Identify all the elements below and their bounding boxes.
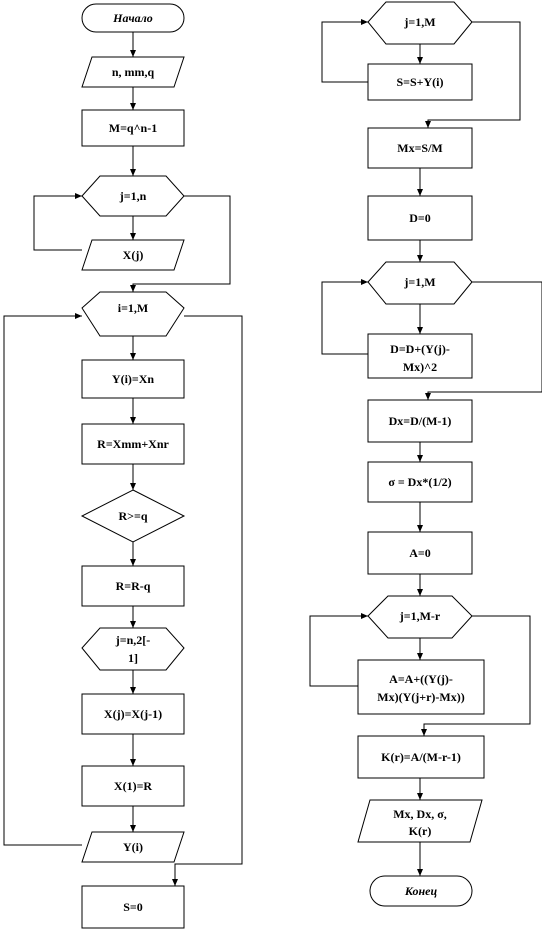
end-label: Конец <box>404 884 438 898</box>
edge-loop-var-exit-to-dx <box>425 281 542 400</box>
assign-y-label: Y(i)=Xn <box>112 372 154 386</box>
sum-a-label-2: Mx)(Y(j+r)-Mx)) <box>377 690 464 704</box>
loop-j-shift-label-1: j=n,2[- <box>115 633 151 647</box>
output-results-label-1: Mx, Dx, σ, <box>393 807 447 821</box>
input-params-parallelogram <box>81 56 185 88</box>
loop-i-label: i=1,M <box>118 301 149 315</box>
output-results-label-2: K(r) <box>409 824 432 838</box>
sub-r-label: R=R-q <box>116 579 151 593</box>
start-label: Начало <box>112 11 153 25</box>
edge-sum-s-back-loop <box>321 19 368 83</box>
end-terminator <box>369 875 473 907</box>
sum-s-label: S=S+Y(i) <box>396 75 443 89</box>
sum-d-label-1: D=D+(Y(j)- <box>390 342 450 356</box>
edge-sum-a-back-loop <box>309 613 368 687</box>
sum-d-label-2: Mx)^2 <box>403 360 437 374</box>
sum-a-label-1: A=A+((Y(j)- <box>389 672 453 686</box>
cond-r-label: R>=q <box>118 509 147 523</box>
shift-x-label: X(j)=X(j-1) <box>104 707 162 721</box>
calc-mx-label: Mx=S/M <box>397 141 443 155</box>
init-a-label: A=0 <box>409 546 431 560</box>
calc-k-box <box>357 735 485 779</box>
loop-j-sum-label: j=1,M <box>403 15 435 29</box>
calc-k-label: K(r)=A/(M-r-1) <box>381 750 461 764</box>
loop-i-hexagon <box>81 291 185 337</box>
loop-j-var-label: j=1,M <box>403 275 435 289</box>
edge-loop-sum-exit-to-mx <box>425 21 521 128</box>
edge-loop-j-exit-to-loop-i <box>130 195 231 292</box>
output-y-label: Y(i) <box>123 840 143 854</box>
edge-sum-d-back-loop <box>321 279 368 355</box>
calc-sigma-box <box>367 461 473 503</box>
calc-r-label: R=Xmm+Xnr <box>97 437 169 451</box>
sum-a-box <box>357 659 485 715</box>
edge-loop-corr-exit-to-k <box>421 615 531 736</box>
calc-dx-label: Dx=D/(M-1) <box>389 414 452 428</box>
output-results-parallelogram <box>357 799 483 843</box>
edge-input-x-back-loop <box>33 193 82 251</box>
shift-x-box <box>81 693 185 735</box>
sum-s-box <box>367 63 473 101</box>
calc-sigma-label: σ = Dx*(1/2) <box>388 475 451 489</box>
input-x-label: X(j) <box>123 248 144 262</box>
init-d-label: D=0 <box>409 211 431 225</box>
output-y-parallelogram <box>81 831 185 863</box>
input-x-parallelogram <box>81 239 185 271</box>
loop-j-corr-label: j=1,M-r <box>399 609 441 623</box>
loop-j-shift-hexagon <box>81 627 185 671</box>
loop-j-init-label: j=1,n <box>119 189 147 203</box>
calc-mx-box <box>367 127 473 169</box>
edge-output-y-back-to-loop-i <box>3 313 82 846</box>
calc-m-label: M=q^n-1 <box>109 121 157 135</box>
set-x1-label: X(1)=R <box>114 779 152 793</box>
init-d-box <box>367 195 473 241</box>
calc-m-box <box>81 109 185 147</box>
init-s-label: S=0 <box>123 900 143 914</box>
input-params-label: n, mm,q <box>112 65 155 79</box>
loop-j-shift-label-2: 1] <box>128 651 138 665</box>
sum-d-box <box>367 333 473 379</box>
edge-loop-i-exit-to-init-s <box>172 315 243 886</box>
init-s-box <box>81 885 185 929</box>
